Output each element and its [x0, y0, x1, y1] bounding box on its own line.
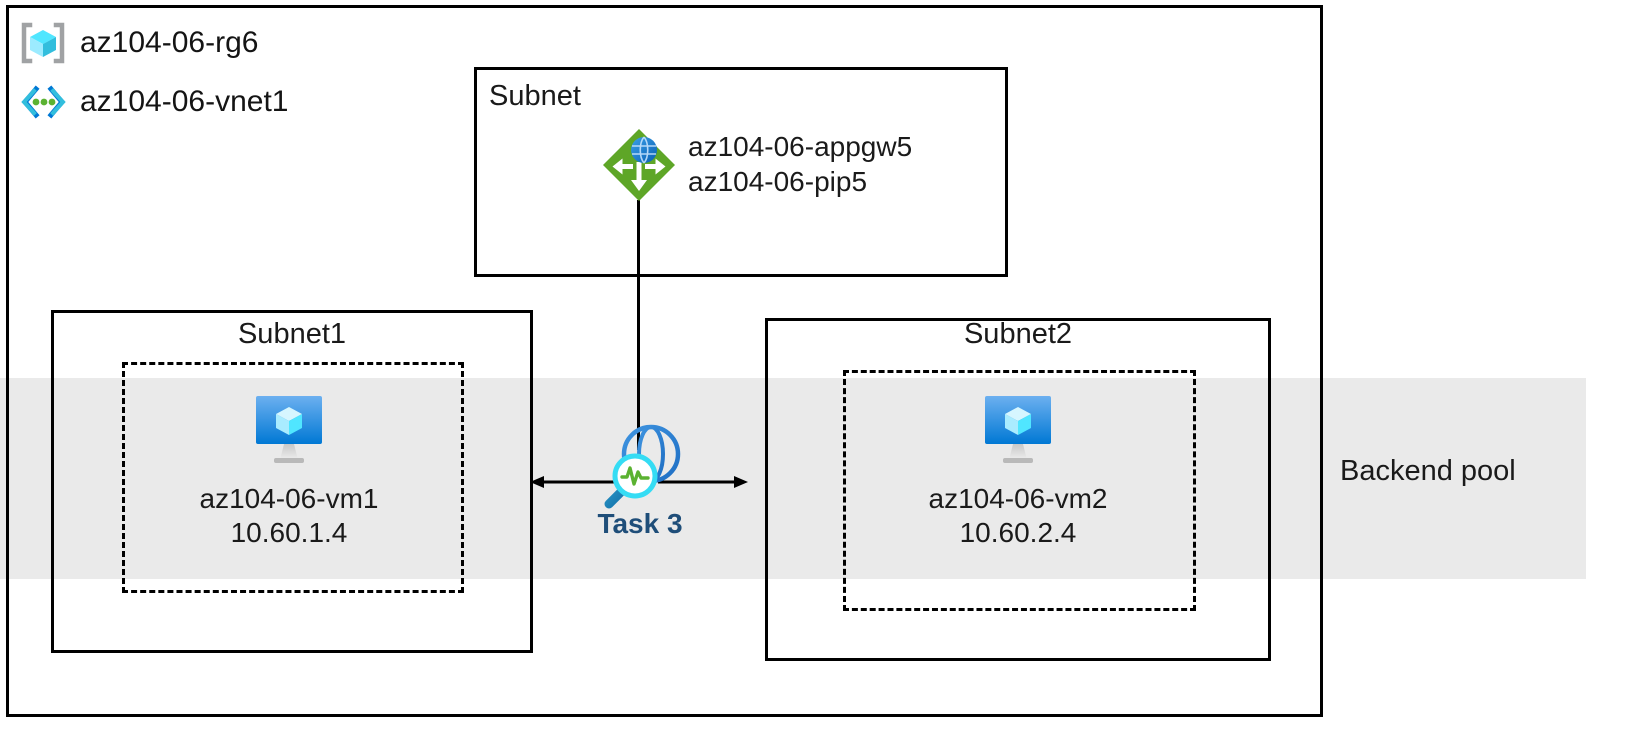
legend-item-resource-group: az104-06-rg6 — [20, 21, 258, 65]
subnet-box-1 — [51, 310, 533, 653]
application-gateway-public-ip: az104-06-pip5 — [688, 165, 868, 197]
vm1-ip: 10.60.1.4 — [230, 517, 348, 549]
network-watcher-icon — [595, 418, 685, 510]
subnet-2-vm-container — [843, 370, 1196, 611]
subnet-box-gateway — [474, 67, 1008, 277]
connector-vm1-vm2-arrows — [524, 468, 754, 496]
subnet-box-1-title: Subnet1 — [237, 318, 347, 350]
node-vm2: az104-06-vm2 10.60.2.4 — [868, 392, 1168, 550]
node-vm1: az104-06-vm1 10.60.1.4 — [139, 392, 439, 550]
virtual-network-icon — [20, 80, 66, 124]
connector-gateway-to-backend — [637, 200, 640, 450]
vm2-name: az104-06-vm2 — [928, 483, 1108, 514]
application-gateway-icon — [600, 126, 678, 204]
subnet-1-vm-container — [122, 362, 464, 593]
legend-item-virtual-network: az104-06-vnet1 — [20, 80, 288, 124]
resource-group-icon — [20, 21, 66, 65]
subnet-box-2 — [765, 318, 1271, 661]
subnet-box-2-title: Subnet2 — [963, 318, 1073, 350]
node-network-watcher: Task 3 — [578, 418, 702, 538]
virtual-machine-icon — [246, 392, 332, 474]
application-gateway-name: az104-06-appgw5 — [688, 131, 913, 162]
virtual-machine-icon — [975, 392, 1061, 474]
application-gateway-labels: az104-06-appgw5 az104-06-pip5 — [688, 130, 912, 199]
task-3-label: Task 3 — [597, 508, 683, 539]
resource-group-boundary — [6, 5, 1323, 717]
subnet-box-gateway-title: Subnet — [489, 80, 581, 112]
node-application-gateway: az104-06-appgw5 az104-06-pip5 — [600, 126, 912, 204]
backend-pool-label: Backend pool — [1340, 455, 1516, 487]
legend-label-virtual-network: az104-06-vnet1 — [80, 85, 289, 118]
vm1-name: az104-06-vm1 — [199, 483, 379, 514]
legend-label-resource-group: az104-06-rg6 — [80, 26, 259, 59]
vm2-ip: 10.60.2.4 — [959, 517, 1077, 549]
